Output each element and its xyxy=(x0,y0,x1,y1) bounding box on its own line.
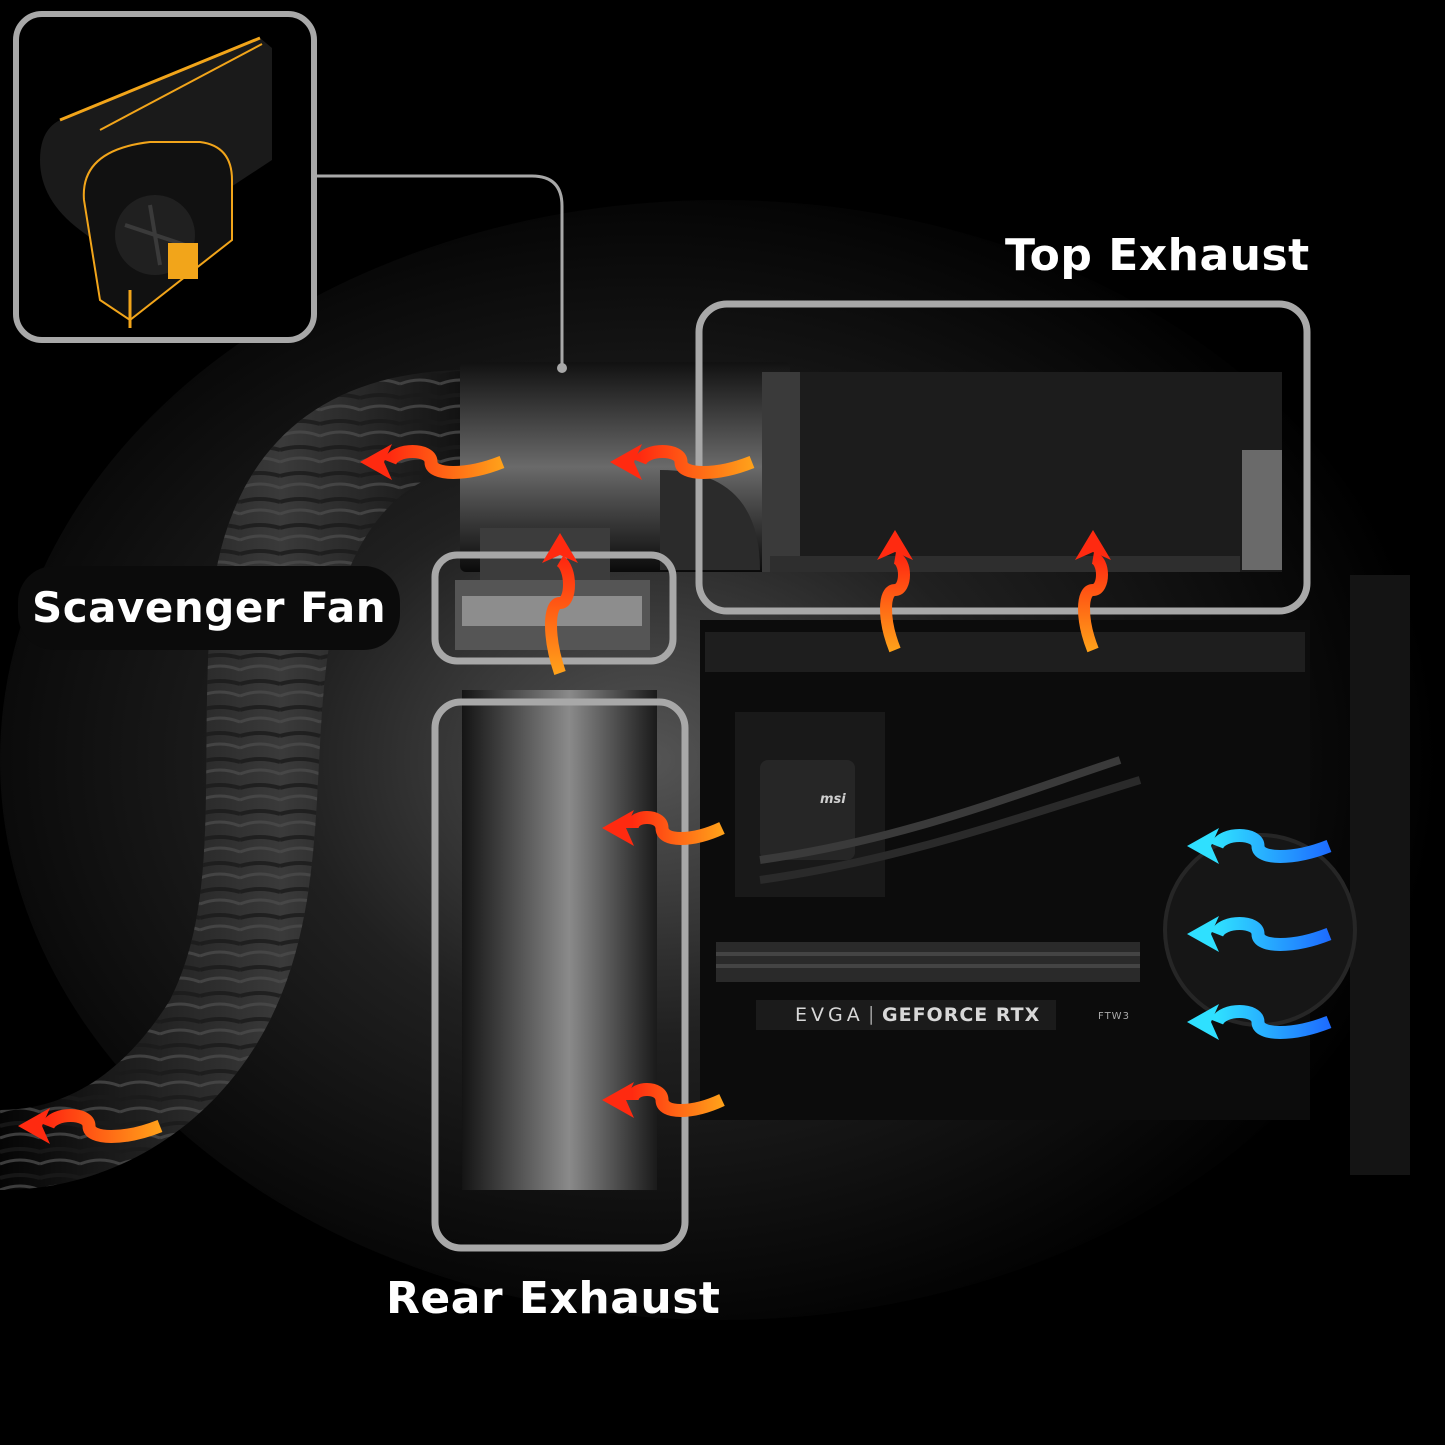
gpu-heatsink xyxy=(716,942,1140,982)
exhaust-arrow-top-fan-1 xyxy=(877,530,913,653)
exhaust-arrow-scavenger xyxy=(542,533,578,675)
gpu-brand-text: EVGA xyxy=(795,1004,864,1026)
cpu-cooler xyxy=(760,760,855,860)
scavenger-fan-label: Scavenger Fan xyxy=(18,566,401,650)
inset-leader-line xyxy=(316,174,564,368)
exhaust-arrow-rear-lower xyxy=(602,1082,725,1118)
exhaust-arrow-hose-outlet xyxy=(18,1108,163,1144)
leader-dot xyxy=(557,363,567,373)
inset-scavenger-render xyxy=(13,11,317,343)
pc-case xyxy=(700,575,1410,1175)
exhaust-arrow-rear-upper xyxy=(602,810,725,846)
intake-arrow-2 xyxy=(1187,916,1332,952)
motherboard-logo-text: msi xyxy=(820,792,846,807)
rear-exhaust-label: Rear Exhaust xyxy=(386,1273,721,1324)
rear-exhaust-outline xyxy=(431,698,689,1252)
exhaust-arrow-top-fan-2 xyxy=(1075,530,1111,653)
top-exhaust-label: Top Exhaust xyxy=(1005,230,1310,281)
top-fans xyxy=(705,632,1305,672)
top-exhaust-duct xyxy=(762,372,1282,572)
exhaust-arrow-hose-top xyxy=(360,444,505,480)
gpu-shroud xyxy=(756,1000,1056,1030)
rear-exhaust-duct xyxy=(462,690,657,1190)
exhaust-arrow-elbow xyxy=(610,444,755,480)
flex-hose xyxy=(0,370,470,1190)
gpu-tier-text: FTW3 xyxy=(1098,1011,1130,1022)
gpu-model-text: GEFORCE RTX xyxy=(882,1004,1041,1026)
gpu-separator-text: | xyxy=(868,1003,877,1025)
intake-arrow-3 xyxy=(1187,1004,1332,1040)
top-exhaust-outline xyxy=(695,300,1311,615)
airflow-arrows xyxy=(18,444,1332,1144)
intake-arrow-1 xyxy=(1187,828,1332,864)
